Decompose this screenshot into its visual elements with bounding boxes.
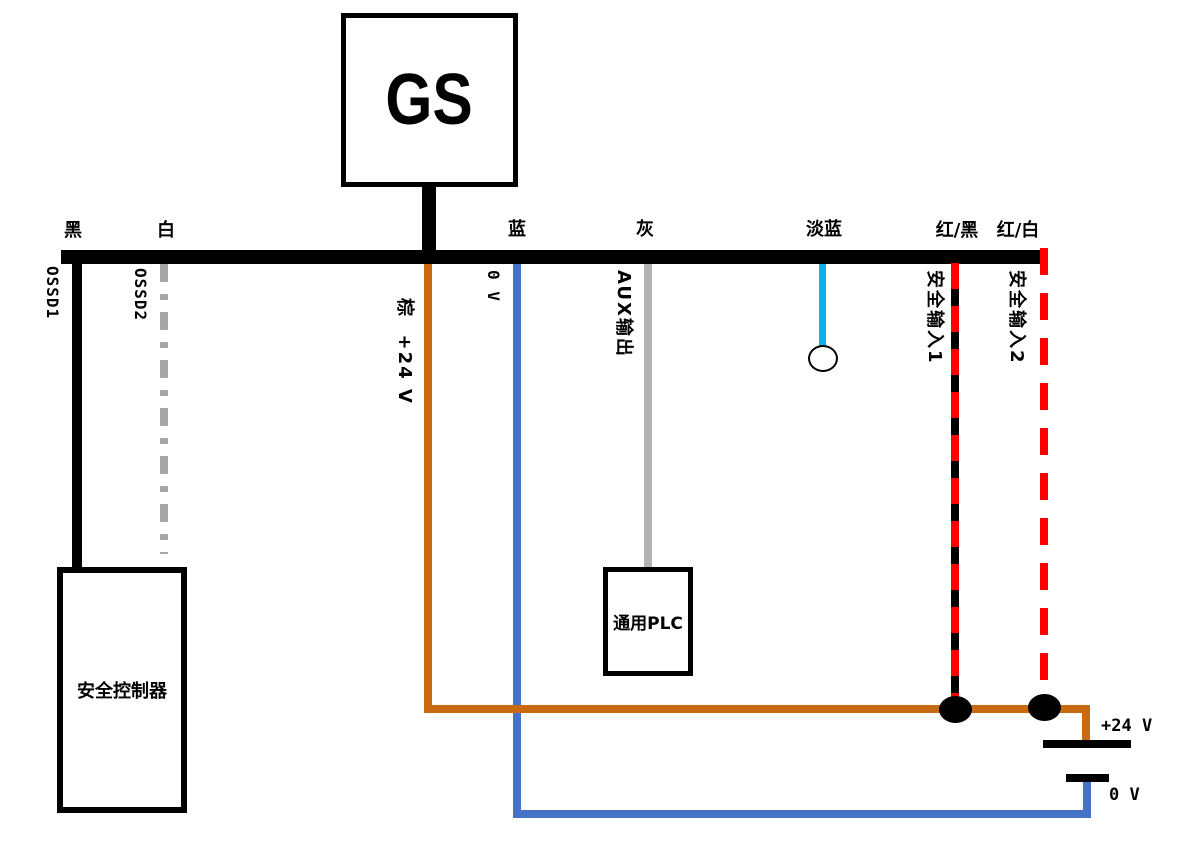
power-supply-negative-bar [1066,774,1109,782]
wire-color-label-red-black: 红/黑 [935,220,979,241]
vlabel-aux-output: AUX输出 [613,270,634,358]
wire-end-terminal-circle [808,345,838,372]
gs-device-label: GS [385,60,474,140]
wire-blue-0v-vertical [513,264,521,816]
wire-color-label-blue: 蓝 [508,219,526,240]
junction-dot-safety-input1 [939,696,972,723]
vlabel-safety-input2: 安全输入2 [1006,270,1027,365]
wire-ossd2-white [160,264,168,554]
junction-dot-safety-input2 [1028,694,1061,721]
wire-red-white-safety-input2 [1040,248,1048,708]
gs-cable-stem [422,185,436,251]
wire-ossd1-black [72,256,82,570]
vlabel-safety-input1: 安全输入1 [924,270,945,365]
plc-label: 通用PLC [613,614,683,634]
power-label-0v: 0 V [1109,785,1140,805]
wire-blue-0v-stub [1083,782,1091,812]
power-label-24v: +24 V [1101,716,1153,736]
wire-brown-24v-stub [1082,710,1090,742]
wire-color-label-red-white: 红/白 [996,220,1040,241]
wire-color-label-light-blue: 淡蓝 [806,219,842,240]
vlabel-0v: 0 V [484,270,503,302]
wire-color-label-gray: 灰 [636,219,654,240]
gs-device-box: GS [341,13,518,187]
safety-controller-box: 安全控制器 [57,567,187,813]
wire-brown-24v-vertical [424,264,432,713]
vlabel-ossd2: OSSD2 [131,268,150,322]
wire-color-label-black: 黑 [64,220,82,241]
wire-brown-24v-horizontal [424,705,1090,713]
wire-gray-aux [644,264,652,567]
wire-red-black-safety-input1 [951,263,959,710]
power-supply-positive-bar [1043,740,1131,748]
wire-light-blue [819,264,826,347]
vlabel-ossd1: OSSD1 [43,266,62,320]
wire-blue-0v-horizontal [513,810,1091,818]
wire-color-label-white: 白 [157,220,175,241]
main-cable-bus [61,250,1043,264]
vlabel-brown-24v: 棕 +24 V [394,298,415,405]
safety-controller-label: 安全控制器 [77,681,167,702]
plc-box: 通用PLC [603,567,693,676]
